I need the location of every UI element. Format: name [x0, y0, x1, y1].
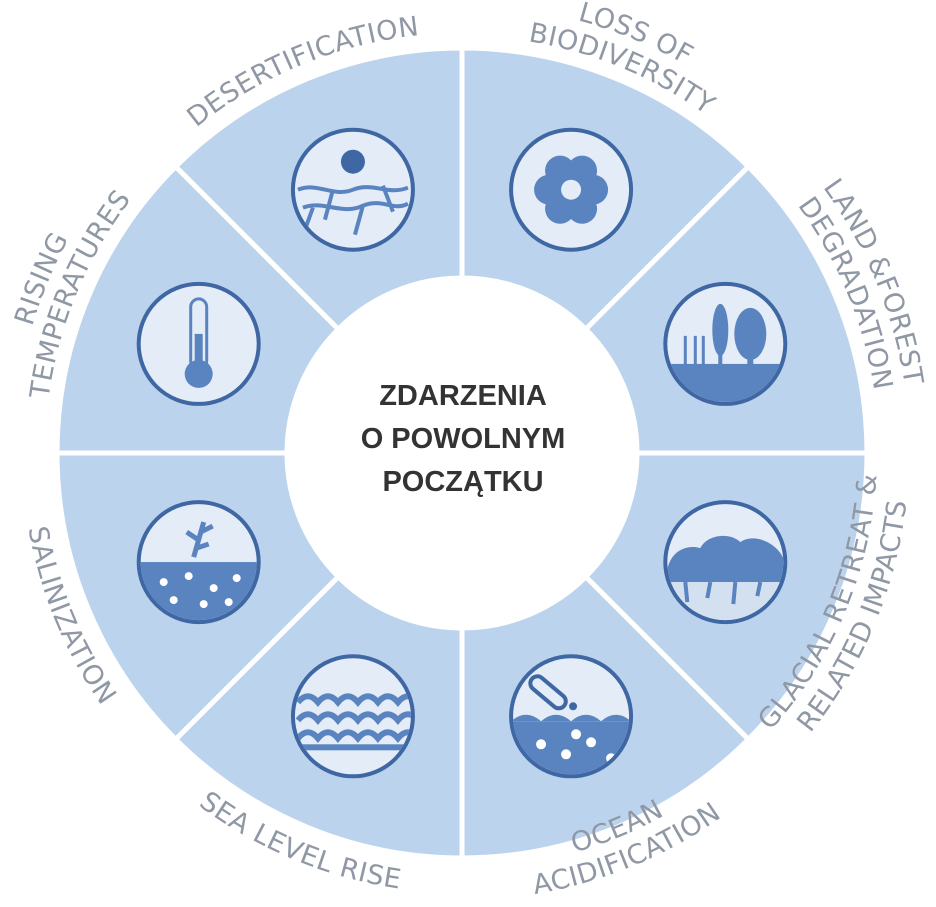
- center-title-line-2: O POWOLNYM: [360, 423, 566, 455]
- center-title-line-1: ZDARZENIA: [379, 380, 547, 412]
- thermometer-icon: [136, 281, 261, 406]
- waves-icon: [290, 654, 415, 779]
- center-circle: [287, 278, 637, 628]
- center-title: ZDARZENIA O POWOLNYM POCZĄTKU: [298, 375, 628, 504]
- salt-plant-icon: [136, 500, 261, 625]
- center-title-line-3: POCZĄTKU: [382, 466, 544, 498]
- flower-icon: [509, 127, 634, 252]
- test-tube-waves-icon: [509, 654, 634, 779]
- dry-cracked-earth-sun-icon: [290, 127, 415, 252]
